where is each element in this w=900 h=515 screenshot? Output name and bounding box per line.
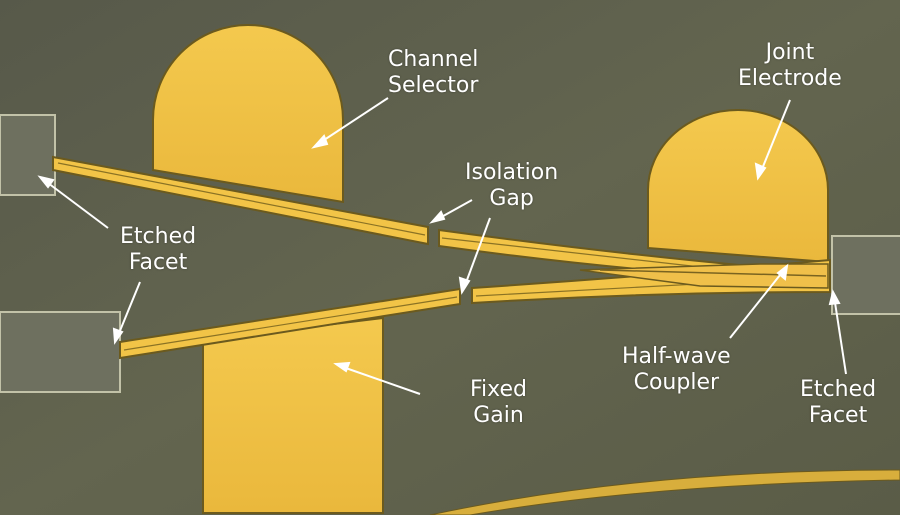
annotation-arrows — [37, 97, 847, 395]
right-facet-block — [831, 235, 900, 315]
label-half-wave-coupler: Half-wave Coupler — [622, 344, 731, 395]
label-fixed-gain: Fixed Gain — [470, 377, 528, 428]
joint-electrode-pad — [647, 109, 829, 264]
bottom-curved-waveguide — [429, 469, 900, 515]
label-etched-facet-left: Etched Facet — [120, 224, 197, 275]
channel-selector-pad — [152, 24, 344, 204]
left-bottom-facet-block — [0, 311, 121, 393]
label-etched-facet-right: Etched Facet — [800, 377, 877, 428]
half-wave-coupler — [579, 263, 829, 289]
label-channel-selector: Channel Selector — [388, 47, 479, 98]
fixed-gain-pad — [202, 316, 384, 514]
label-isolation-gap: Isolation Gap — [465, 160, 559, 211]
upper-left-waveguide — [52, 155, 429, 246]
label-joint-electrode: Joint Electrode — [738, 40, 842, 91]
